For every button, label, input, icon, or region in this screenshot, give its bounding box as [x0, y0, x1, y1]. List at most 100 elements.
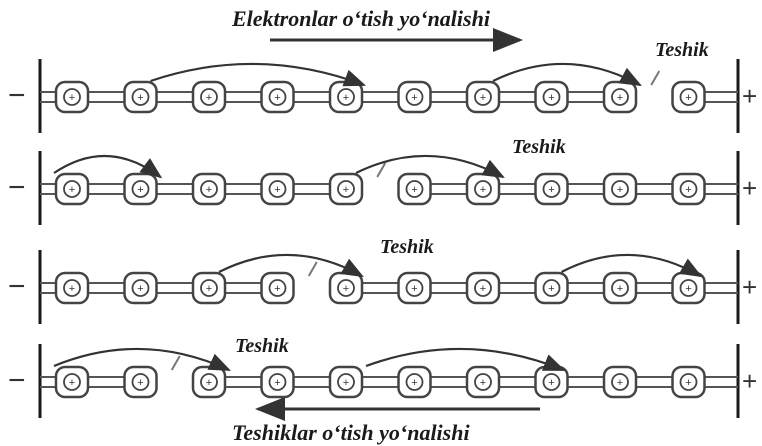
atom-charge: +: [274, 92, 280, 104]
atom-nucleus: [200, 373, 218, 391]
atom-charge: +: [617, 377, 623, 389]
atom-charge: +: [480, 184, 486, 196]
negative-sign: −: [8, 171, 26, 204]
atom-nucleus: [679, 279, 698, 297]
atom-nucleus: [200, 180, 218, 198]
atom-nucleus: [63, 88, 81, 106]
hole-label: Teshik: [235, 335, 289, 357]
chain-rows: − + + + + + + + + + + + Teshik − + + + + + + + + + + + Teshik − + + +…: [8, 39, 757, 418]
atom-nucleus: [611, 88, 629, 106]
atom-nucleus: [611, 373, 629, 391]
atom-nucleus: [405, 180, 424, 198]
hole-label: Teshik: [380, 236, 434, 258]
hole-marker: [376, 162, 387, 178]
atom-nucleus: [337, 373, 355, 391]
atom-charge: +: [274, 283, 280, 295]
atom-nucleus: [474, 373, 492, 391]
atom-nucleus: [679, 88, 698, 106]
atom-nucleus: [611, 180, 629, 198]
atom-charge: +: [411, 92, 417, 104]
atom-charge: +: [69, 184, 75, 196]
atom-nucleus: [474, 279, 492, 297]
atom-charge: +: [137, 283, 143, 295]
atom-charge: +: [480, 283, 486, 295]
atom-nucleus: [268, 88, 287, 106]
electron-hop-arrow: [150, 62, 367, 87]
atom-nucleus: [268, 373, 287, 391]
atom-nucleus: [542, 180, 561, 198]
atom-charge: +: [206, 283, 212, 295]
hole-marker: [170, 355, 181, 371]
electron-hop-arrow: [365, 347, 566, 372]
atom-charge: +: [274, 377, 280, 389]
atom-charge: +: [480, 92, 486, 104]
positive-sign: +: [742, 272, 757, 302]
atom-charge: +: [343, 283, 349, 295]
atom-nucleus: [542, 88, 561, 106]
atom-charge: +: [685, 283, 691, 295]
electron-hop-arrow: [492, 62, 642, 87]
atom-charge: +: [548, 184, 554, 196]
atom-nucleus: [405, 279, 424, 297]
hole-marker: [307, 261, 318, 277]
atom-nucleus: [405, 373, 424, 391]
atom-charge: +: [137, 377, 143, 389]
positive-sign: +: [742, 366, 757, 396]
atom-nucleus: [337, 279, 355, 297]
atom-nucleus: [200, 279, 218, 297]
atom-charge: +: [548, 283, 554, 295]
atom-charge: +: [137, 92, 143, 104]
atom-charge: +: [411, 184, 417, 196]
atom-charge: +: [685, 184, 691, 196]
atom-nucleus: [131, 180, 150, 198]
electron-direction-label: Elektronlar o‘tish yo‘nalishi: [231, 6, 491, 31]
atom-nucleus: [268, 279, 287, 297]
atom-nucleus: [63, 180, 81, 198]
hole-direction-label: Teshiklar o‘tish yo‘nalishi: [232, 420, 470, 445]
hole-label: Teshik: [512, 136, 566, 158]
atom-nucleus: [337, 88, 355, 106]
atom-nucleus: [131, 373, 150, 391]
atom-charge: +: [137, 184, 143, 196]
atom-nucleus: [679, 373, 698, 391]
atom-charge: +: [343, 92, 349, 104]
atom-charge: +: [206, 92, 212, 104]
hole-label: Teshik: [655, 39, 709, 61]
hole-marker: [650, 70, 661, 86]
atom-charge: +: [411, 283, 417, 295]
electron-hop-arrow: [218, 253, 364, 278]
negative-sign: −: [8, 79, 26, 112]
atom-nucleus: [474, 180, 492, 198]
atom-charge: +: [274, 184, 280, 196]
atom-nucleus: [679, 180, 698, 198]
positive-sign: +: [742, 173, 757, 203]
atom-nucleus: [542, 279, 561, 297]
atom-charge: +: [411, 377, 417, 389]
negative-sign: −: [8, 270, 26, 303]
atom-charge: +: [617, 184, 623, 196]
atom-nucleus: [131, 88, 150, 106]
atom-nucleus: [405, 88, 424, 106]
atom-nucleus: [131, 279, 150, 297]
atom-charge: +: [206, 377, 212, 389]
atom-nucleus: [337, 180, 355, 198]
atom-nucleus: [200, 88, 218, 106]
atom-nucleus: [63, 279, 81, 297]
positive-sign: +: [742, 81, 757, 111]
atom-nucleus: [542, 373, 561, 391]
atom-charge: +: [548, 92, 554, 104]
atom-nucleus: [611, 279, 629, 297]
atom-nucleus: [268, 180, 287, 198]
atom-charge: +: [685, 377, 691, 389]
atom-nucleus: [474, 88, 492, 106]
atom-charge: +: [69, 92, 75, 104]
atom-charge: +: [617, 283, 623, 295]
atom-charge: +: [206, 184, 212, 196]
atom-charge: +: [343, 184, 349, 196]
atom-charge: +: [480, 377, 486, 389]
electron-hop-arrow: [53, 154, 163, 179]
electron-hop-arrow: [355, 154, 505, 179]
atom-charge: +: [685, 92, 691, 104]
